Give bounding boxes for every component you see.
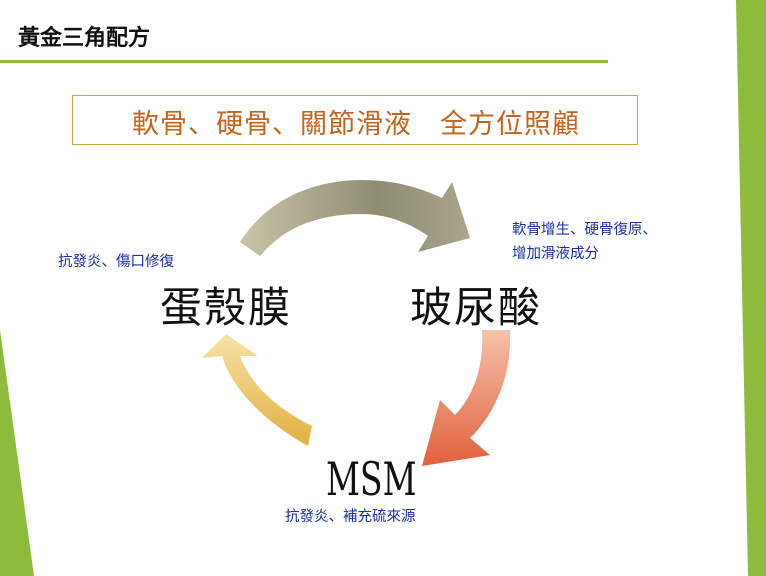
page-title: 黃金三角配方	[18, 26, 151, 51]
green-accent-bar-left	[0, 330, 34, 576]
node-msm: MSM	[326, 452, 417, 506]
note-hyaluronic-acid: 軟骨增生、硬骨復原、 增加滑液成分	[512, 218, 712, 266]
banner-box	[72, 95, 638, 145]
arrow-egg-to-ha	[240, 180, 470, 256]
note-eggshell-membrane: 抗發炎、傷口修復	[58, 254, 174, 270]
banner-text: 軟骨、硬骨、關節滑液 全方位照顧	[132, 109, 580, 140]
note-ha-line1: 軟骨增生、硬骨復原、	[512, 222, 657, 238]
note-msm: 抗發炎、補充硫來源	[285, 509, 416, 525]
node-eggshell-membrane: 蛋殼膜	[160, 283, 293, 332]
arrow-msm-to-egg	[202, 334, 312, 446]
node-hyaluronic-acid: 玻尿酸	[410, 283, 543, 332]
note-ha-line2: 增加滑液成分	[512, 246, 599, 262]
title-underline	[0, 60, 608, 63]
arrow-ha-to-msm	[422, 330, 511, 466]
green-accent-bar-right	[736, 0, 766, 576]
